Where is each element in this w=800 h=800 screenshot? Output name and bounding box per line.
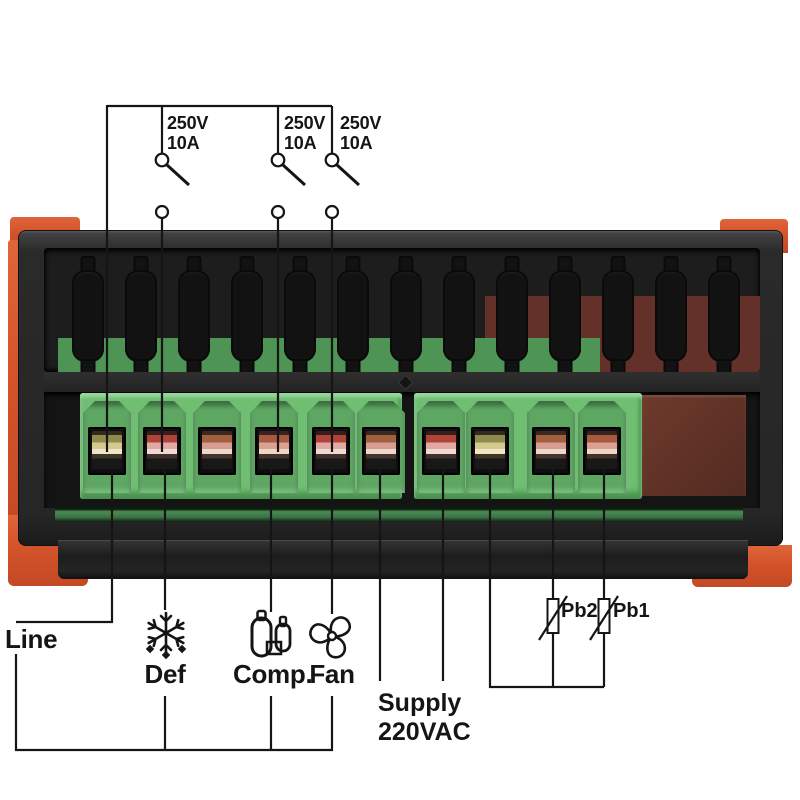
terminal-opening [532, 427, 570, 475]
terminal-cell [527, 401, 575, 493]
vent-slot [231, 270, 263, 362]
compressor-icon [250, 609, 292, 658]
thermistor-symbol-pb1 [589, 595, 619, 641]
terminal-screw [536, 431, 566, 469]
terminal-cell [466, 401, 514, 493]
supply-voltage: 220VAC [378, 718, 471, 746]
vent-slot [178, 270, 210, 362]
fan-icon [309, 616, 352, 659]
relay3-voltage: 250V [340, 113, 382, 133]
relay3-amperage: 10A [340, 132, 373, 153]
vent-slot [549, 270, 581, 362]
terminal-cell [578, 401, 626, 493]
vent-slot [602, 270, 634, 362]
terminal-screw [426, 431, 456, 469]
relay1-amperage: 10A [167, 132, 200, 153]
line-wire [16, 468, 114, 624]
thermistor-symbol-pb2 [538, 595, 568, 641]
relay2-amperage: 10A [284, 132, 317, 153]
relay-rating-2: 250V 10A [284, 113, 326, 153]
vent-slot [125, 270, 157, 362]
fan-label: Fan [309, 659, 355, 689]
comp-label: Comp. [233, 659, 313, 689]
terminal-opening [362, 427, 400, 475]
supply-word: Supply [378, 689, 462, 717]
terminal-screw [366, 431, 396, 469]
terminal-opening [255, 427, 293, 475]
terminal-opening [583, 427, 621, 475]
terminal-screw [259, 431, 289, 469]
defrost-icon [145, 611, 187, 660]
relay-switch-symbol-1 [154, 152, 191, 220]
vent-slot [443, 270, 475, 362]
terminal-opening [471, 427, 509, 475]
probe-common-wire [488, 468, 604, 689]
relay1-voltage: 250V [167, 113, 209, 133]
vent-panel [44, 248, 760, 372]
vent-slot [337, 270, 369, 362]
bottom-bus-wire [14, 654, 334, 752]
relay-bus-wire [105, 104, 334, 452]
relay-output-wires [160, 218, 334, 452]
terminal-opening [198, 427, 236, 475]
relay-rating-1: 250V 10A [167, 113, 209, 153]
relay-rating-3: 250V 10A [340, 113, 382, 153]
vent-slot [496, 270, 528, 362]
terminal-opening [422, 427, 460, 475]
def-label: Def [144, 659, 186, 689]
terminal-cell [417, 401, 465, 493]
relay2-voltage: 250V [284, 113, 326, 133]
vent-slot [655, 270, 687, 362]
terminal-cell [193, 401, 241, 493]
line-label: Line [5, 624, 58, 654]
pcb-red-area [642, 395, 746, 496]
supply-label: Supply 220VAC [378, 689, 471, 747]
terminal-screw [475, 431, 505, 469]
vent-slot [708, 270, 740, 362]
pb1-label: Pb1 [613, 600, 650, 622]
terminal-screw [202, 431, 232, 469]
relay-switch-symbol-2 [270, 152, 307, 220]
vent-slot [390, 270, 422, 362]
terminal-cell [250, 401, 298, 493]
housing-bottom-bar [58, 540, 748, 579]
mounting-bracket-left-edge [8, 240, 21, 550]
terminal-screw [587, 431, 617, 469]
vent-slot [72, 270, 104, 362]
pcb-edge-strip [55, 506, 743, 522]
vent-slot [284, 270, 316, 362]
pb2-label: Pb2 [561, 600, 598, 622]
relay-switch-symbol-3 [324, 152, 361, 220]
